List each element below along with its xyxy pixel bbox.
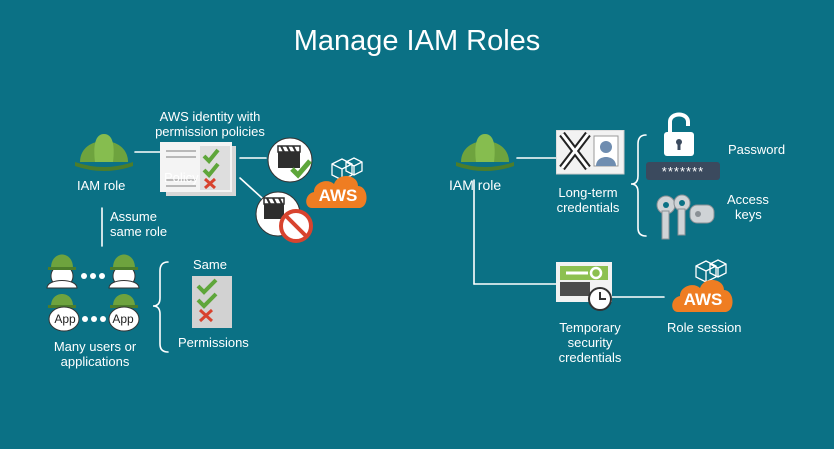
policy-document-icon bbox=[160, 142, 236, 196]
role-session-label: Role session bbox=[667, 320, 742, 335]
temporary-credential-icon bbox=[556, 262, 612, 311]
same-label: Same bbox=[193, 257, 227, 272]
longterm-label-line-2: credentials bbox=[556, 200, 620, 215]
apps-group-icon bbox=[48, 294, 140, 332]
aws-cloud-icon bbox=[306, 157, 367, 208]
identity-label-line-2: permission policies bbox=[155, 124, 265, 139]
access-keys-icon bbox=[656, 194, 715, 240]
access-label-line-1: Access bbox=[727, 192, 769, 207]
aws-label: AWS bbox=[318, 186, 358, 205]
allowed-resource-icon bbox=[267, 137, 313, 183]
hard-hat-icon bbox=[456, 134, 514, 171]
app-label-2: App bbox=[112, 312, 134, 326]
password-label: Password bbox=[728, 142, 786, 157]
assume-label-line-1: Assume bbox=[110, 209, 157, 224]
policy-label: Policy bbox=[164, 170, 199, 185]
iam-role-label: IAM role bbox=[449, 177, 502, 193]
temp-label-line-3: credentials bbox=[558, 350, 622, 365]
access-label-line-2: keys bbox=[735, 207, 762, 222]
permissions-checklist-icon bbox=[192, 276, 232, 328]
aws-label: AWS bbox=[683, 290, 723, 309]
no-access-icon bbox=[279, 209, 313, 243]
hard-hat-icon bbox=[75, 134, 133, 171]
password-field: ******* bbox=[646, 162, 720, 180]
aws-cloud-icon bbox=[672, 259, 733, 312]
users-label-line-2: applications bbox=[60, 354, 130, 369]
app-label-1: App bbox=[54, 312, 76, 326]
users-label-line-1: Many users or bbox=[53, 339, 137, 354]
iam-role-label: IAM role bbox=[77, 178, 126, 193]
temp-label-line-1: Temporary bbox=[559, 320, 621, 335]
temp-label-line-2: security bbox=[567, 335, 613, 350]
page-title: Manage IAM Roles bbox=[293, 25, 541, 57]
identity-label-line-1: AWS identity with bbox=[159, 109, 261, 124]
users-group-icon bbox=[46, 254, 140, 289]
permissions-label: Permissions bbox=[178, 335, 249, 350]
padlock-icon bbox=[664, 112, 694, 156]
credential-card-icon bbox=[556, 130, 625, 175]
longterm-label-line-1: Long-term bbox=[558, 185, 618, 200]
assume-label-line-2: same role bbox=[110, 224, 168, 239]
